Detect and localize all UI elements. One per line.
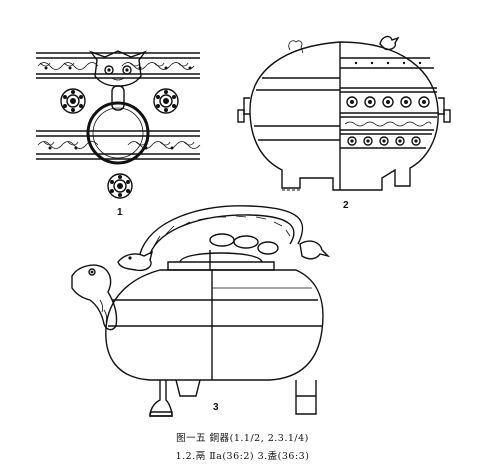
rosette-row-1: [346, 96, 430, 108]
lid-bird-knob-left: [288, 40, 304, 54]
dragon-head-right: [299, 240, 331, 260]
figure-caption-title: 图一五 銅器(1.1/2, 2.3.1/4): [176, 433, 309, 444]
scroll-band: [344, 121, 432, 127]
figure-label-3: 3: [213, 402, 219, 413]
reconstructed-leg: [281, 170, 301, 191]
chain-link: [209, 233, 235, 247]
upper-decor-band: [36, 52, 200, 79]
beast-mask-mount: [89, 50, 147, 111]
bird-spout: [71, 264, 118, 331]
drawing-3-he-ewer: [71, 205, 331, 417]
rosettes: [60, 88, 179, 199]
dots-row: [354, 61, 422, 65]
drawing-1-handle-detail: [36, 50, 201, 199]
figure-label-1: 1: [117, 207, 123, 218]
figure-label-2: 2: [343, 200, 349, 211]
figure-caption-items: 1.2.鬲 Ⅱa(36:2) 3.盉(36:3): [175, 451, 310, 462]
leg-center: [175, 379, 201, 397]
lower-decor-band: [36, 130, 201, 160]
leg-left: [149, 380, 173, 417]
rosette-row-2: [347, 136, 421, 146]
dragon-head-left: [117, 250, 154, 272]
ewer-body: [105, 269, 324, 381]
arched-handle: [139, 205, 304, 255]
ring-handle: [86, 101, 150, 165]
lid: [167, 261, 275, 271]
drawing-2-li-vessel: [237, 35, 451, 191]
leg-right: [295, 380, 317, 415]
side-ring-handles: [237, 97, 451, 123]
